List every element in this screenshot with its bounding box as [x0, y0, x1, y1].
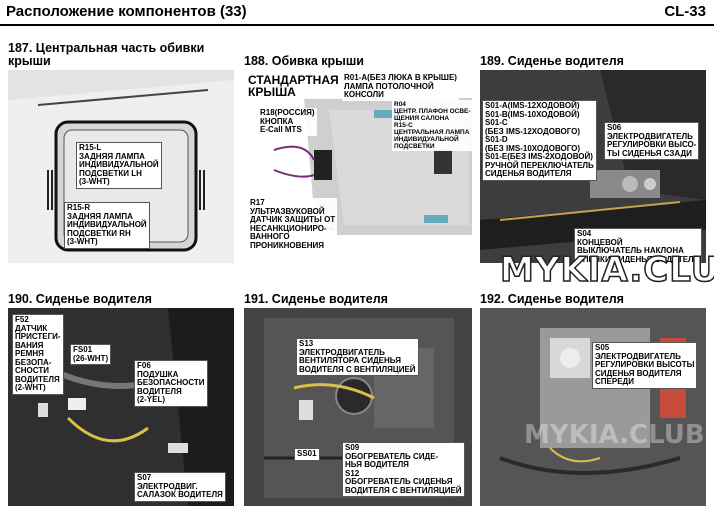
section-192-photo: S05 ЭЛЕКТРОДВИГАТЕЛЬ РЕГУЛИРОВКИ ВЫСОТЫ … — [480, 308, 706, 506]
label-fs01: FS01 (26-WHT) — [70, 344, 112, 365]
label-r15r: R15-R ЗАДНЯЯ ЛАМПА ИНДИВИДУАЛЬНОЙ ПОДСВЕ… — [64, 202, 150, 249]
section-189-title: 189. Сиденье водителя — [480, 54, 624, 68]
section-187-photo: R15-L ЗАДНЯЯ ЛАМПА ИНДИВИДУАЛЬНОЙ ПОДСВЕ… — [8, 70, 234, 263]
label-r15l: R15-L ЗАДНЯЯ ЛАМПА ИНДИВИДУАЛЬНОЙ ПОДСВЕ… — [76, 142, 162, 189]
section-191-title: 191. Сиденье водителя — [244, 292, 388, 306]
page-header: Расположение компонентов (33) CL-33 — [0, 0, 714, 24]
watermark-faint: MYKIA.CLUB — [524, 420, 705, 450]
label-s09-s12: S09 ОБОГРЕВАТЕЛЬ СИДЕ- НЬЯ ВОДИТЕЛЯ S12 … — [342, 442, 465, 497]
section-192-title: 192. Сиденье водителя — [480, 292, 624, 306]
label-ss01: SS01 — [294, 448, 320, 461]
section-189-photo: S01-A(IMS-12ХОДОВОЙ) S01-B(IMS-10ХОДОВОЙ… — [480, 70, 706, 263]
label-s06: S06 ЭЛЕКТРОДВИГАТЕЛЬ РЕГУЛИРОВКИ ВЫСО- Т… — [604, 122, 700, 160]
label-s04: S04 КОНЦЕВОЙ ВЫКЛЮЧАТЕЛЬ НАКЛОНА СПИНКИ … — [574, 228, 703, 263]
label-f52: F52 ДАТЧИК ПРИСТЕГИ- ВАНИЯ РЕМНЯ БЕЗОПА-… — [12, 314, 64, 395]
page-title: Расположение компонентов (33) — [6, 3, 247, 20]
seat-front-illustration — [480, 308, 706, 506]
section-187-title: 187. Центральная часть обивки крыши — [8, 41, 205, 68]
section-188-title: 188. Обивка крыши — [244, 54, 364, 68]
label-r01: R01-A(БЕЗ ЛЮКА В КРЫШЕ) ЛАМПА ПОТОЛОЧНОЙ… — [342, 73, 459, 101]
page-code: CL-33 — [664, 3, 706, 20]
label-s05: S05 ЭЛЕКТРОДВИГАТЕЛЬ РЕГУЛИРОВКИ ВЫСОТЫ … — [592, 342, 698, 389]
section-191-photo: S13 ЭЛЕКТРОДВИГАТЕЛЬ ВЕНТИЛЯТОРА СИДЕНЬЯ… — [244, 308, 472, 506]
label-r04: R04 ЦЕНТР. ПЛАФОН ОСВЕ- ЩЕНИЯ САЛОНА R15… — [392, 100, 472, 151]
section-188-photo: СТАНДАРТНАЯ КРЫША R01-A(БЕЗ ЛЮКА В КРЫШЕ… — [244, 70, 472, 263]
label-s13: S13 ЭЛЕКТРОДВИГАТЕЛЬ ВЕНТИЛЯТОРА СИДЕНЬЯ… — [296, 338, 419, 376]
label-s01: S01-A(IMS-12ХОДОВОЙ) S01-B(IMS-10ХОДОВОЙ… — [482, 100, 597, 181]
label-r17: R17 УЛЬТРАЗВУКОВОЙ ДАТЧИК ЗАЩИТЫ ОТ НЕСА… — [248, 198, 338, 251]
label-r18: R18(РОССИЯ) КНОПКА E-Call MTS — [258, 108, 317, 136]
label-standard-roof: СТАНДАРТНАЯ КРЫША — [246, 73, 341, 99]
watermark-mykia: MYKIA.CLUB — [499, 249, 714, 291]
label-f06: F06 ПОДУШКА БЕЗОПАСНОСТИ ВОДИТЕЛЯ (2-YEL… — [134, 360, 208, 407]
section-190-photo: F52 ДАТЧИК ПРИСТЕГИ- ВАНИЯ РЕМНЯ БЕЗОПА-… — [8, 308, 234, 506]
header-divider — [0, 24, 714, 26]
section-190-title: 190. Сиденье водителя — [8, 292, 152, 306]
label-s07: S07 ЭЛЕКТРОДВИГ. САЛАЗОК ВОДИТЕЛЯ — [134, 472, 226, 502]
